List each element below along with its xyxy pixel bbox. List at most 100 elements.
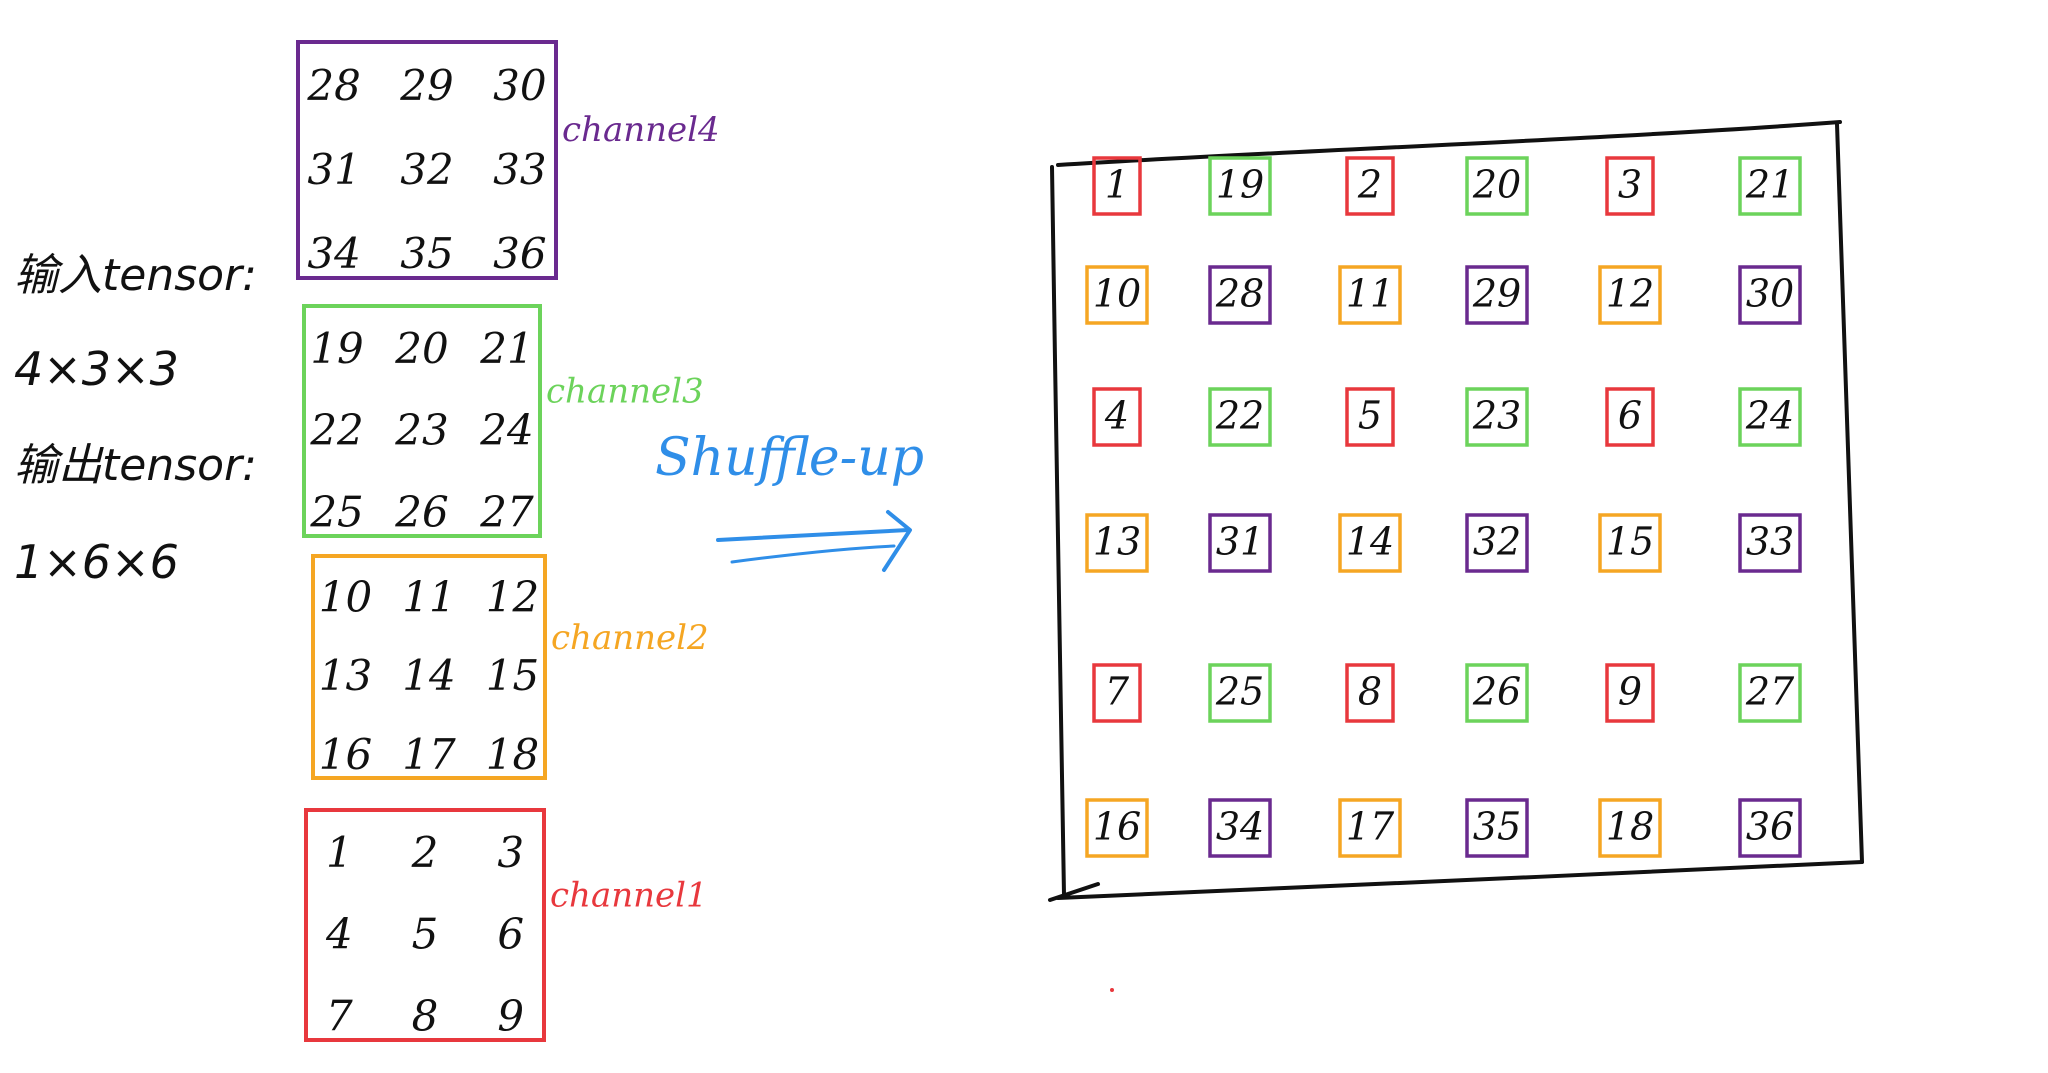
output-cell-value: 28 <box>1215 272 1264 316</box>
channel4-label: channel4 <box>562 110 720 150</box>
channel2-value: 13 <box>319 651 372 700</box>
output-cell-value: 10 <box>1093 272 1141 316</box>
channel3-value: 27 <box>479 487 534 536</box>
output-cell-value: 4 <box>1104 394 1129 438</box>
channel3-value: 23 <box>394 406 448 455</box>
output-cell-border <box>1465 663 1529 723</box>
output-cell: 14 <box>1338 513 1402 573</box>
channel4-value: 29 <box>399 61 453 110</box>
output-cell: 26 <box>1465 663 1529 723</box>
output-cell-border <box>1465 387 1529 447</box>
output-cell-border <box>1208 513 1272 573</box>
output-cell: 33 <box>1738 513 1802 573</box>
output-cell-border <box>1208 798 1272 858</box>
channel2-label: channel2 <box>551 618 709 658</box>
channel1-value: 5 <box>412 910 439 959</box>
output-cell-value: 8 <box>1358 670 1382 714</box>
output-cell-border <box>1208 265 1272 325</box>
output-cell: 27 <box>1738 663 1802 723</box>
output-cell-border <box>1092 663 1142 723</box>
output-cell-value: 2 <box>1357 163 1382 207</box>
output-cell: 1 <box>1092 156 1142 216</box>
input-tensor-label: 输入tensor: <box>14 250 257 301</box>
output-cell-border <box>1092 387 1142 447</box>
channel2-value: 18 <box>486 730 539 779</box>
output-cell: 28 <box>1208 265 1272 325</box>
output-cell-value: 21 <box>1745 163 1794 207</box>
channel4-value: 32 <box>400 145 453 194</box>
channel1-value: 9 <box>497 991 524 1040</box>
output-cell: 9 <box>1605 663 1655 723</box>
output-cell-border <box>1208 663 1272 723</box>
output-cell-border <box>1465 265 1529 325</box>
output-cell: 21 <box>1738 156 1802 216</box>
output-cell-value: 17 <box>1346 805 1395 849</box>
output-cell-value: 1 <box>1105 163 1129 207</box>
channel4-value: 34 <box>307 229 360 278</box>
channel3-value: 25 <box>309 487 363 536</box>
channel1-label: channel1 <box>550 876 708 916</box>
output-tensor-label: 输出tensor: <box>14 440 257 491</box>
output-cell: 35 <box>1465 798 1529 858</box>
output-cell-value: 12 <box>1606 272 1654 316</box>
channel3-value: 20 <box>394 324 448 373</box>
output-cell: 22 <box>1208 387 1272 447</box>
output-cell-border <box>1605 387 1655 447</box>
channel2-value: 15 <box>486 651 539 700</box>
output-cell-border <box>1598 798 1662 858</box>
output-cell: 23 <box>1465 387 1529 447</box>
channel1-value: 8 <box>412 991 439 1040</box>
channel3-border <box>302 304 542 538</box>
channel2-value: 12 <box>486 572 539 621</box>
channel2-value: 10 <box>319 572 372 621</box>
channel4-border <box>296 40 558 280</box>
output-cell-value: 32 <box>1473 520 1521 564</box>
output-cell-value: 30 <box>1746 272 1794 316</box>
output-cell: 18 <box>1598 798 1662 858</box>
output-cell: 15 <box>1598 513 1662 573</box>
output-cell: 12 <box>1598 265 1662 325</box>
output-cell-value: 23 <box>1472 394 1521 438</box>
output-cell: 29 <box>1465 265 1529 325</box>
output-cell-border <box>1085 265 1149 325</box>
output-cell-value: 19 <box>1216 163 1264 207</box>
output-cell-value: 5 <box>1358 394 1382 438</box>
output-cell-border <box>1465 513 1529 573</box>
channel2-border <box>311 554 547 780</box>
channel4-value: 31 <box>307 145 360 194</box>
output-cell-value: 9 <box>1618 670 1642 714</box>
channel3-label: channel3 <box>546 372 704 412</box>
output-cell-border <box>1085 798 1149 858</box>
output-cell-border <box>1085 513 1149 573</box>
output-cell-border <box>1338 265 1402 325</box>
output-cell: 25 <box>1208 663 1272 723</box>
output-cell: 7 <box>1092 663 1142 723</box>
channel3-value: 21 <box>479 324 533 373</box>
channel4-value: 33 <box>493 145 546 194</box>
output-cell-border <box>1598 265 1662 325</box>
output-cell-border <box>1092 156 1142 216</box>
arrow-shaft-stroke-2 <box>730 544 896 564</box>
output-cell-border <box>1208 156 1272 216</box>
output-cell-border <box>1598 513 1662 573</box>
output-cell-value: 33 <box>1746 520 1794 564</box>
channel3-value: 24 <box>479 406 533 455</box>
output-cell: 5 <box>1345 387 1395 447</box>
output-cell-border <box>1738 513 1802 573</box>
output-cell-border <box>1605 663 1655 723</box>
output-cell-value: 13 <box>1093 520 1141 564</box>
output-cell: 11 <box>1338 265 1402 325</box>
channel2-value: 17 <box>402 730 456 779</box>
channel2-value: 14 <box>402 651 455 700</box>
output-cell: 19 <box>1208 156 1272 216</box>
arrow-head-icon <box>882 510 912 572</box>
output-cell-value: 16 <box>1093 805 1141 849</box>
channel1-value: 6 <box>497 910 524 959</box>
output-cell: 8 <box>1345 663 1395 723</box>
output-cell-value: 35 <box>1473 805 1521 849</box>
output-cell-border <box>1208 387 1272 447</box>
